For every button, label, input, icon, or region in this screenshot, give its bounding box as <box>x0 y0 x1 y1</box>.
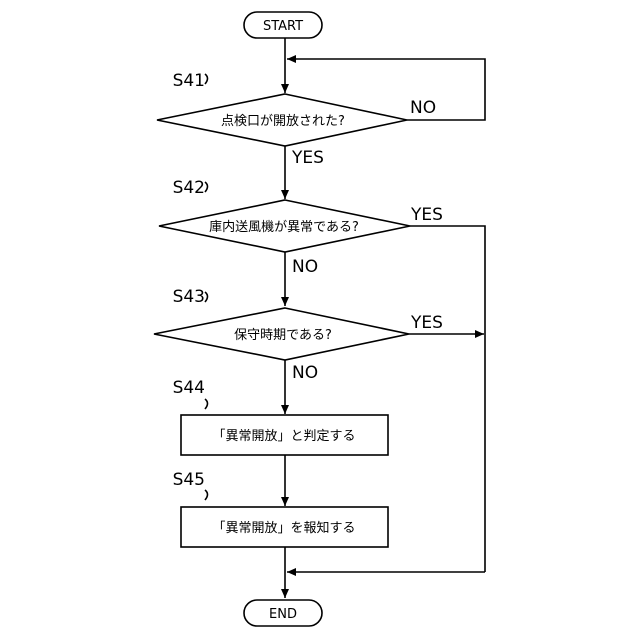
step-id-s42: S42 <box>173 178 205 198</box>
decision-s43: S43 保守時期である? <box>154 287 409 360</box>
process-s44: S44 「異常開放」と判定する <box>173 378 388 455</box>
end-terminal: END <box>244 600 322 626</box>
branch-s43-no: NO <box>292 363 318 383</box>
end-label: END <box>269 607 297 622</box>
start-label: START <box>263 19 303 34</box>
step-id-s45: S45 <box>173 470 205 490</box>
step-tick-s45 <box>205 490 208 500</box>
process-text-s45: 「異常開放」を報知する <box>212 520 355 536</box>
decision-text-s43: 保守時期である? <box>234 328 332 343</box>
process-s45: S45 「異常開放」を報知する <box>173 470 388 547</box>
step-tick-s43 <box>205 292 208 302</box>
step-id-s43: S43 <box>173 287 205 307</box>
branch-s43-yes: YES <box>410 313 443 333</box>
step-tick-s42 <box>205 182 208 192</box>
step-id-s44: S44 <box>173 378 205 398</box>
step-id-s41: S41 <box>173 71 205 91</box>
decision-text-s42: 庫内送風機が異常である? <box>209 219 359 235</box>
decision-s41: S41 点検口が開放された? <box>157 71 407 146</box>
branch-s42-no: NO <box>292 257 318 277</box>
step-tick-s41 <box>205 74 208 84</box>
step-tick-s44 <box>205 399 208 409</box>
start-terminal: START <box>244 12 322 38</box>
decision-text-s41: 点検口が開放された? <box>221 114 345 129</box>
line-s42-yes <box>410 226 485 572</box>
branch-s41-no: NO <box>410 98 436 118</box>
process-text-s44: 「異常開放」と判定する <box>212 429 355 444</box>
branch-s41-yes: YES <box>291 148 324 168</box>
branch-s42-yes: YES <box>410 205 443 225</box>
